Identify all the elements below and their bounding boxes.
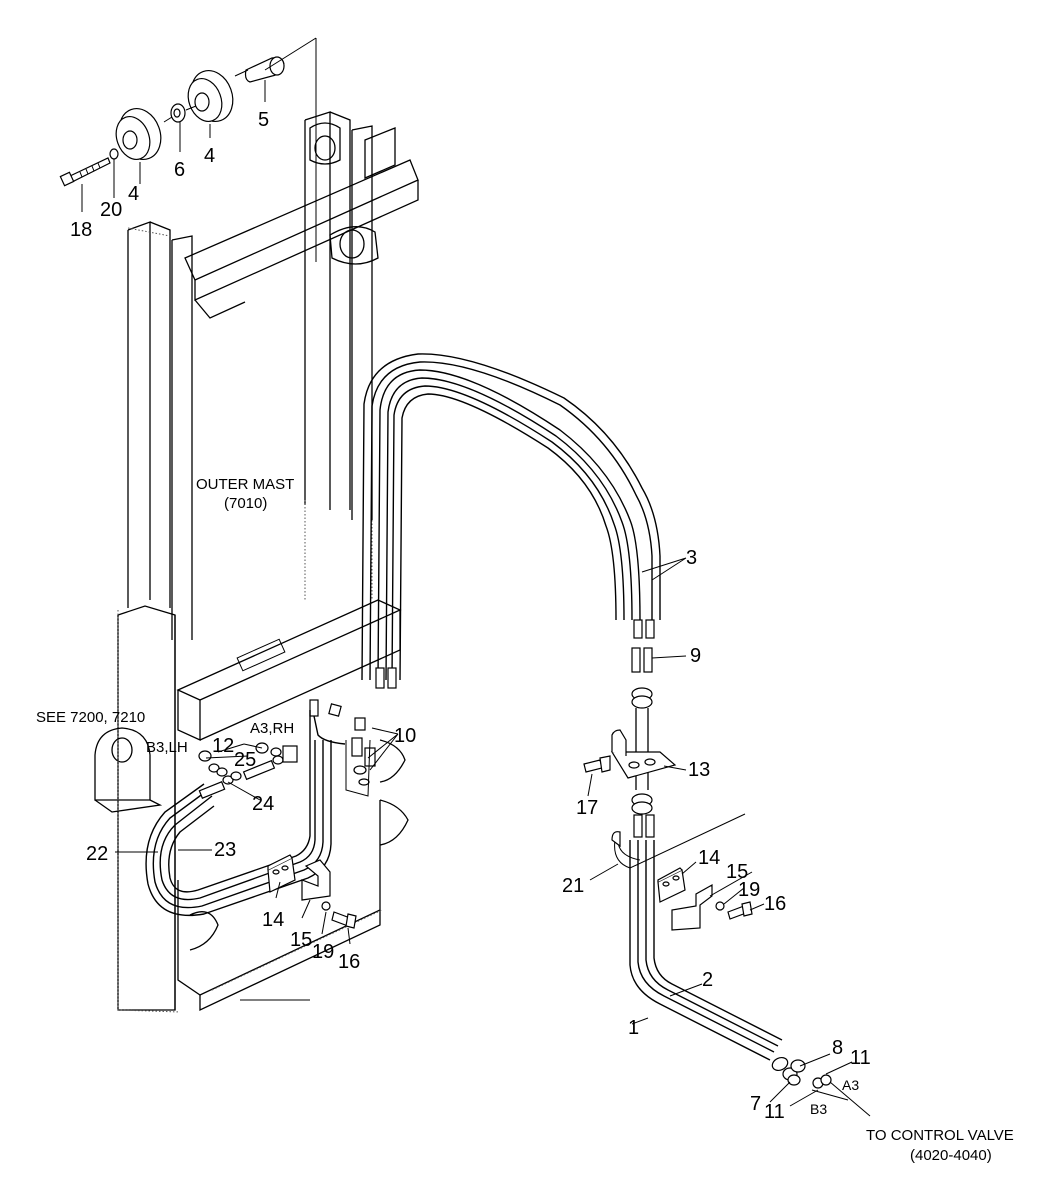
callout-23: 23 — [214, 839, 236, 861]
right-hose-assembly — [583, 647, 871, 1117]
callout-9: 9 — [690, 645, 701, 667]
callout-4: 4 — [204, 145, 215, 167]
b3-lh-label: B3,LH — [146, 739, 188, 756]
washer-icon — [170, 103, 186, 123]
callout-6: 6 — [174, 159, 185, 181]
callout-11: 11 — [850, 1047, 871, 1069]
callout-1: 1 — [628, 1017, 639, 1039]
callout-12: 12 — [212, 735, 234, 757]
bracket-icon — [610, 729, 677, 779]
outer-mast-frame — [94, 38, 419, 1013]
callout-5: 5 — [258, 109, 269, 131]
clamp-plate-icon — [671, 883, 713, 931]
bolt-icon — [583, 755, 611, 773]
callout-22: 22 — [86, 843, 108, 865]
clamp-block-icon — [657, 867, 686, 903]
callout-18: 18 — [70, 219, 92, 241]
top-sheave-assembly — [59, 37, 317, 212]
bolt-icon — [331, 911, 357, 929]
callout-13: 13 — [688, 759, 710, 781]
b3-port-label: B3 — [810, 1101, 827, 1117]
callout-19: 19 — [738, 879, 760, 901]
see-reference-label: SEE 7200, 7210 — [36, 709, 145, 726]
callout-4: 4 — [128, 183, 139, 205]
upper-hose-loop — [361, 353, 661, 689]
callout-21: 21 — [562, 875, 584, 897]
callout-11: 11 — [764, 1101, 785, 1123]
callout-8: 8 — [832, 1037, 843, 1059]
hose-fitting-icon — [309, 699, 376, 786]
clamp-plate-icon — [301, 859, 331, 901]
callout-24: 24 — [252, 793, 274, 815]
callout-10: 10 — [394, 725, 416, 747]
a3-port-label: A3 — [842, 1077, 859, 1093]
callout-19: 19 — [312, 941, 334, 963]
outer-mast-label: OUTER MAST — [196, 476, 294, 493]
callout-16: 16 — [764, 893, 786, 915]
callout-20: 20 — [100, 199, 122, 221]
callout-15: 15 — [726, 861, 748, 883]
callout-14: 14 — [698, 847, 720, 869]
text-labels: OUTER MAST (7010) SEE 7200, 7210 B3,LH A… — [36, 476, 1014, 1164]
hose-fitting-icon — [771, 1056, 806, 1086]
callout-3: 3 — [686, 547, 697, 569]
clamp-block-icon — [267, 854, 296, 893]
callout-7: 7 — [750, 1093, 761, 1115]
callout-numbers: 5 4 6 4 20 18 3 9 10 12 25 24 13 17 22 2… — [70, 109, 871, 1123]
control-valve-ref: (4020-4040) — [910, 1147, 992, 1164]
outer-mast-ref: (7010) — [224, 495, 267, 512]
callout-16: 16 — [338, 951, 360, 973]
callout-leaders — [115, 557, 853, 1107]
bolt-icon — [59, 157, 111, 187]
bolt-icon — [727, 901, 753, 920]
callout-2: 2 — [702, 969, 713, 991]
pin-icon — [244, 56, 285, 83]
callout-25: 25 — [234, 749, 256, 771]
a3-rh-label: A3,RH — [250, 720, 294, 737]
sheave-pulley-icon — [115, 108, 162, 160]
callout-17: 17 — [576, 797, 598, 819]
to-control-valve-label: TO CONTROL VALVE — [866, 1127, 1014, 1144]
washer-icon — [109, 148, 119, 160]
callout-14: 14 — [262, 909, 284, 931]
callout-15: 15 — [290, 929, 312, 951]
sheave-pulley-icon — [187, 70, 234, 122]
carriage-hose-assembly — [145, 699, 376, 929]
